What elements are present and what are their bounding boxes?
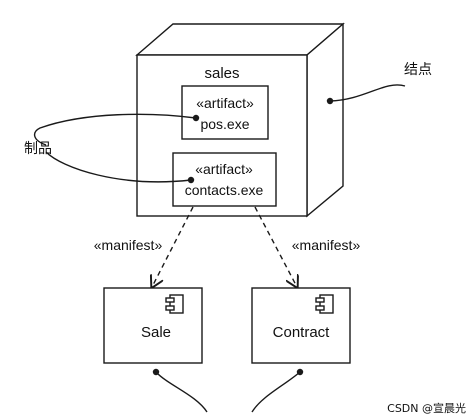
node-callout-label: 结点 [404, 62, 432, 78]
component-callout [152, 368, 304, 413]
artifact-contacts-stereotype: «artifact» [195, 161, 253, 177]
watermark: CSDN @宣晨光 [387, 401, 466, 415]
artifact-callout: 制品 [24, 113, 200, 184]
component-sale-name: Sale [141, 324, 171, 341]
component-contract: Contract [251, 287, 351, 364]
artifact-callout-line-2 [45, 151, 192, 183]
node-side-face [306, 22, 344, 218]
artifact-callout-label: 制品 [24, 141, 52, 157]
component-sale-box [103, 287, 203, 364]
component-callout-line-1 [155, 371, 208, 413]
manifest-label-contract: «manifest» [292, 237, 361, 253]
manifest-dependency-sale: «manifest» [94, 206, 194, 287]
manifest-dependency-contract: «manifest» [254, 206, 361, 287]
component-icon [165, 294, 184, 314]
node-callout: 结点 [326, 62, 432, 105]
manifest-arrow-contract [254, 206, 297, 287]
artifact-contacts-name: contacts.exe [185, 182, 264, 198]
component-sale: Sale [103, 287, 203, 364]
artifact-pos: «artifact» pos.exe [181, 85, 269, 140]
component-callout-line-2 [251, 371, 301, 413]
artifact-pos-box [181, 85, 269, 140]
manifest-label-sale: «manifest» [94, 237, 163, 253]
manifest-arrow-sale [152, 206, 194, 287]
artifact-pos-name: pos.exe [200, 116, 249, 132]
component-contract-name: Contract [273, 324, 331, 341]
artifact-pos-stereotype: «artifact» [196, 95, 254, 111]
node-cube: sales [135, 22, 345, 218]
node-callout-line [329, 84, 406, 102]
artifact-callout-line-1 [33, 113, 197, 146]
component-icon [315, 294, 334, 314]
node-label: sales [204, 65, 239, 82]
